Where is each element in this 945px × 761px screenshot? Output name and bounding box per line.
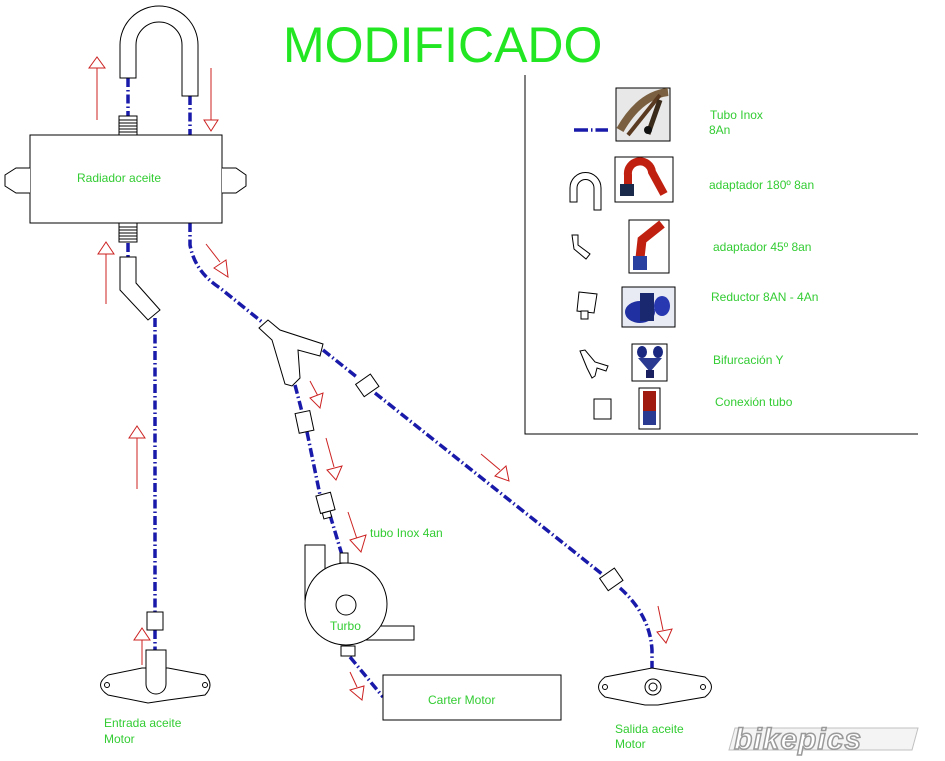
legend-label: Conexión tubo bbox=[715, 395, 793, 409]
legend-item-y-splitter: Bifurcación Y bbox=[579, 343, 783, 382]
hoses bbox=[126, 78, 654, 699]
flow-arrow-diag bbox=[348, 671, 365, 701]
outlet-label-line1: Salida aceite bbox=[615, 722, 684, 736]
legend-border bbox=[524, 75, 918, 435]
connector-inlet bbox=[146, 611, 164, 631]
hose-y-to-conn3 bbox=[321, 348, 360, 380]
y-splitter bbox=[258, 319, 324, 387]
u-bend-icon bbox=[569, 172, 602, 211]
flow-arrow-diag bbox=[480, 453, 510, 482]
blue-y-fitting-photo bbox=[631, 343, 668, 382]
diagram-title: MODIFICADO bbox=[283, 17, 602, 73]
inlet-banjo-fitting bbox=[145, 649, 167, 695]
red-connector-photo bbox=[638, 387, 661, 430]
blue-reducer-photo bbox=[621, 286, 676, 328]
legend-item-connector: Conexión tubo bbox=[593, 387, 793, 430]
legend-label: adaptador 180º 8an bbox=[709, 178, 814, 192]
flow-arrow-diag bbox=[325, 437, 343, 481]
reducer-icon-neck bbox=[580, 310, 589, 320]
reducer-icon bbox=[576, 291, 598, 314]
flow-arrows bbox=[88, 56, 673, 701]
bikepics-watermark: bikepics bbox=[728, 722, 919, 757]
carter-label: Carter Motor bbox=[428, 693, 495, 707]
connector-icon bbox=[593, 398, 612, 420]
flow-arrow-diag bbox=[347, 511, 367, 553]
radiator-label: Radiador aceite bbox=[77, 171, 161, 185]
hose-conn4-to-outlet bbox=[618, 586, 654, 686]
carter-motor bbox=[382, 674, 562, 721]
radiator-mount-right bbox=[222, 167, 247, 194]
hose-radiator-to-y bbox=[188, 223, 264, 324]
flow-arrow-up bbox=[88, 56, 106, 120]
reducer-8an-4an bbox=[315, 491, 336, 515]
hose-y-to-conn1 bbox=[293, 384, 304, 413]
engine-outlet-flange bbox=[598, 667, 712, 706]
engine-inlet-flange bbox=[100, 649, 211, 704]
connector-3 bbox=[354, 373, 380, 398]
legend-label: 8An bbox=[709, 123, 730, 137]
flow-arrow-diag bbox=[656, 605, 673, 644]
red-45-fitting-photo bbox=[628, 219, 670, 274]
flow-arrow-diag bbox=[309, 380, 324, 410]
legend-label: Bifurcación Y bbox=[713, 353, 783, 367]
flow-arrow-up bbox=[133, 627, 151, 665]
legend-label: Reductor 8AN - 4An bbox=[711, 290, 818, 304]
legend-item-45-adapter: adaptador 45º 8an bbox=[571, 219, 811, 274]
legend-item-reducer: Reductor 8AN - 4An bbox=[576, 286, 818, 328]
u-bend-180-adapter bbox=[119, 5, 199, 97]
inlet-label-line2: Motor bbox=[104, 732, 135, 746]
flow-arrow-up bbox=[128, 425, 146, 489]
radiator-mount-left bbox=[4, 167, 30, 194]
flow-arrow-down bbox=[203, 68, 219, 132]
braided-hose-photo bbox=[615, 87, 671, 142]
legend-label: adaptador 45º 8an bbox=[713, 240, 811, 254]
hose-conn2-to-turbo bbox=[328, 514, 344, 556]
turbo-oil-inlet-port bbox=[339, 552, 349, 564]
inlet-label-line1: Entrada aceite bbox=[104, 716, 182, 730]
turbo-oil-drain-port bbox=[340, 645, 356, 657]
reducer-neck bbox=[321, 510, 333, 520]
hose-turbo-to-carter bbox=[348, 655, 385, 699]
flow-arrow-up bbox=[97, 241, 115, 304]
hose-conn3-to-conn4 bbox=[373, 391, 604, 576]
adapter-45-fitting bbox=[119, 256, 161, 321]
turbo: Turbo bbox=[304, 544, 415, 657]
watermark-text: bikepics bbox=[734, 723, 862, 756]
red-180-fitting-photo bbox=[614, 156, 674, 203]
outlet-label-line2: Motor bbox=[615, 737, 646, 751]
hose-4an-label: tubo Inox 4an bbox=[370, 526, 443, 540]
45-bend-icon bbox=[571, 234, 591, 260]
hose-conn1-to-conn2 bbox=[305, 431, 322, 496]
legend-label: Tubo Inox bbox=[710, 108, 763, 122]
turbo-label: Turbo bbox=[330, 619, 361, 633]
legend-item-180-adapter: adaptador 180º 8an bbox=[569, 156, 814, 211]
threaded-port-top bbox=[118, 115, 138, 136]
flow-arrow-diag bbox=[205, 243, 229, 278]
legend: Tubo Inox 8An adaptador 180º 8an adaptad… bbox=[524, 75, 918, 435]
threaded-port-bottom bbox=[118, 222, 138, 243]
connector-1 bbox=[294, 409, 315, 434]
y-splitter-icon bbox=[579, 349, 609, 379]
turbo-shaft bbox=[335, 594, 357, 616]
legend-item-hose: Tubo Inox 8An bbox=[574, 87, 763, 142]
connector-4 bbox=[598, 567, 624, 592]
oil-radiator: Radiador aceite bbox=[4, 115, 247, 243]
